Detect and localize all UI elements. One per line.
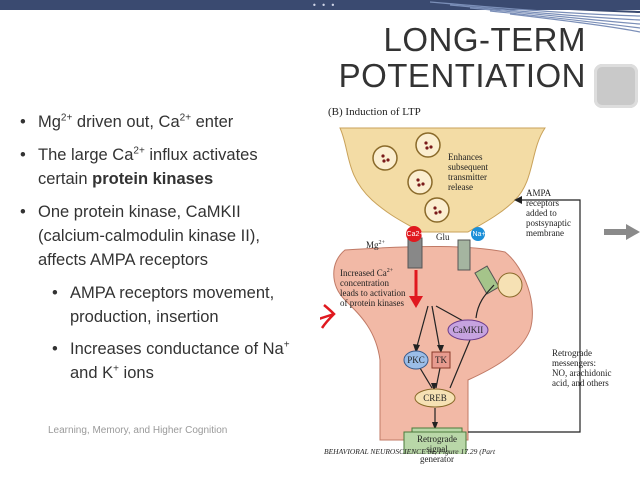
ampa-label: AMPA receptors added to postsynaptic mem…	[526, 188, 571, 238]
label-line: Increased Ca	[340, 268, 387, 278]
bullet-mg-ca: Mg2+ driven out, Ca2+ enter	[16, 110, 306, 134]
vesicle	[407, 169, 433, 195]
slide-title: LONG-TERM POTENTIATION	[339, 22, 586, 94]
ellipsis-icon[interactable]: • • •	[312, 1, 337, 10]
slide-footer: Learning, Memory, and Higher Cognition	[48, 425, 228, 436]
bullet-text: driven out, Ca	[72, 113, 180, 131]
figure-credit: BEHAVIORAL NEUROSCIENCE 8e, Figure 17.29…	[324, 447, 496, 456]
bullet-text: enter	[191, 113, 234, 131]
postsynaptic-spine	[333, 245, 533, 441]
bullet-text: Increases conductance of Na	[70, 340, 284, 358]
label-line: subsequent	[448, 162, 488, 172]
sub-bullet-ampa: AMPA receptors movement, production, ins…	[16, 281, 306, 329]
right-arrow-icon[interactable]	[604, 224, 640, 240]
enhances-label: Enhances subsequent transmitter release	[448, 152, 488, 192]
vesicle	[424, 197, 450, 223]
label-line: Enhances	[448, 152, 483, 162]
bullet-list: Mg2+ driven out, Ca2+ enter The large Ca…	[16, 110, 306, 393]
title-line-1: LONG-TERM	[383, 21, 586, 58]
vesicle	[415, 132, 441, 158]
superscript: +	[283, 339, 290, 351]
bullet-text: AMPA receptors movement, production, ins…	[70, 284, 275, 326]
bullet-text: ions	[118, 364, 154, 382]
label-line: leads to activation	[340, 288, 406, 298]
pkc-label: PKC	[407, 355, 425, 365]
label-line: Mg	[366, 240, 379, 250]
bullet-text: One protein kinase, CaMKII (calcium-calm…	[38, 203, 260, 269]
bullet-text: influx activates certain	[38, 146, 258, 188]
ltp-diagram	[320, 127, 581, 454]
bullet-text: and K	[70, 364, 114, 382]
superscript: 2+	[378, 240, 385, 246]
slide-top-bar: • • •	[0, 0, 640, 10]
vesicle	[372, 145, 398, 171]
label-line: of protein kinases	[340, 298, 404, 308]
retrograde-messengers-label: Retrograde messengers: NO, arachidonic a…	[552, 348, 611, 388]
camkii-label: CaMKII	[452, 325, 484, 335]
label-line: signal	[426, 444, 448, 454]
label-line: transmitter	[448, 172, 487, 182]
bullet-camkii: One protein kinase, CaMKII (calcium-calm…	[16, 200, 306, 272]
label-line: postsynaptic	[526, 218, 571, 228]
label-line: membrane	[526, 228, 564, 238]
label-line: AMPA	[526, 188, 552, 198]
label-line: receptors	[526, 198, 559, 208]
glu-label: Glu	[436, 232, 450, 242]
figure-title: (B) Induction of LTP	[328, 106, 421, 118]
ca-ion-label: Ca2+	[406, 231, 424, 238]
label-line: NO, arachidonic	[552, 368, 612, 378]
superscript: 2+	[179, 112, 192, 124]
bold-text: protein kinases	[92, 170, 214, 188]
bullet-text: The large Ca	[38, 146, 134, 164]
bullet-text: Mg	[38, 113, 61, 131]
superscript: 2+	[60, 112, 73, 124]
overlay-button[interactable]	[594, 64, 638, 108]
sub-bullet-conductance: Increases conductance of Na+ and K+ ions	[16, 337, 306, 385]
decorative-stripes	[430, 0, 640, 33]
label-line: added to	[526, 208, 557, 218]
tk-label: TK	[435, 355, 447, 365]
increased-ca-label: Increased Ca2+ concentration leads to ac…	[340, 268, 405, 308]
superscript: 2+	[386, 268, 394, 274]
superscript: +	[113, 363, 119, 375]
label-line: release	[448, 182, 473, 192]
mg-label: Mg2+	[366, 240, 385, 250]
label-line: Retrograde	[552, 348, 592, 358]
label-line: concentration	[340, 278, 389, 288]
label-line: acid, and others	[552, 378, 609, 388]
title-line-2: POTENTIATION	[338, 57, 586, 94]
label-line: messengers:	[552, 358, 596, 368]
label-line: Retrograde	[417, 434, 457, 444]
na-ion-label: Na+	[472, 231, 486, 238]
creb-label: CREB	[423, 393, 447, 403]
bullet-ca-influx: The large Ca2+ influx activates certain …	[16, 143, 306, 191]
handwritten-arrow	[320, 312, 335, 320]
retrograde-generator-label: Retrograde signal generator	[410, 434, 464, 464]
label-line: generator	[420, 454, 454, 464]
superscript: 2+	[133, 145, 145, 157]
